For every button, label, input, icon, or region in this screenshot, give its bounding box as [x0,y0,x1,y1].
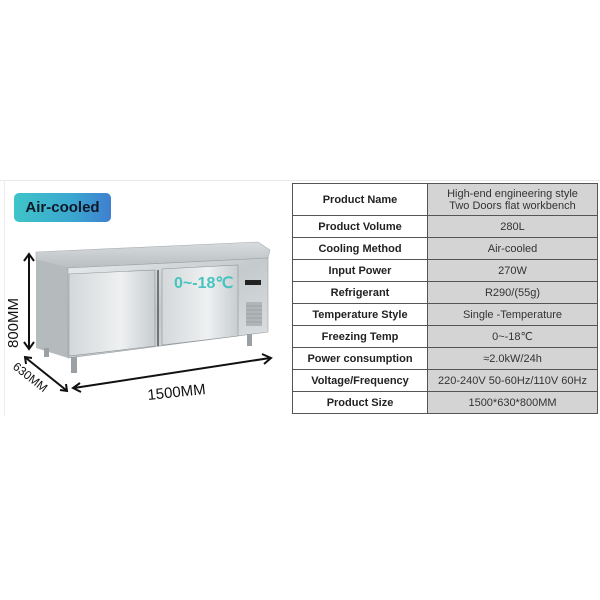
frame-top-divider [0,180,600,181]
spec-table: Product Name High-end engineering style … [292,183,598,414]
spec-key: Refrigerant [292,281,428,304]
width-dimension-label: 1500MM [147,381,207,404]
spec-value: Single -Temperature [427,303,598,326]
table-row: Input Power 270W [292,259,598,282]
frame-left-divider [4,180,5,416]
spec-key: Product Size [292,391,428,414]
spec-key: Product Name [292,183,428,216]
spec-key: Voltage/Frequency [292,369,428,392]
spec-key: Freezing Temp [292,325,428,348]
spec-key: Input Power [292,259,428,282]
air-cooled-badge: Air-cooled [14,193,111,222]
spec-value: High-end engineering style Two Doors fla… [427,183,598,216]
spec-value: ≈2.0kW/24h [427,347,598,370]
depth-dimension-label: 630MM [10,359,50,395]
temperature-range-label: 0~-18℃ [174,275,233,292]
table-row: Voltage/Frequency 220-240V 50-60Hz/110V … [292,369,598,392]
spec-key: Temperature Style [292,303,428,326]
workbench-fridge-illustration: 0~-18℃ 800MM 630MM 1500MM [5,241,273,404]
spec-key: Product Volume [292,215,428,238]
spec-value: R290/(55g) [427,281,598,304]
table-row: Product Size 1500*630*800MM [292,391,598,414]
spec-key: Cooling Method [292,237,428,260]
height-dimension-label: 800MM [5,298,22,348]
table-row: Product Name High-end engineering style … [292,183,598,216]
table-row: Cooling Method Air-cooled [292,237,598,260]
spec-value: Air-cooled [427,237,598,260]
spec-value: 280L [427,215,598,238]
table-row: Product Volume 280L [292,215,598,238]
table-row: Freezing Temp 0~-18℃ [292,325,598,348]
table-row: Power consumption ≈2.0kW/24h [292,347,598,370]
spec-value: 270W [427,259,598,282]
spec-value: 220-240V 50-60Hz/110V 60Hz [427,369,598,392]
table-row: Refrigerant R290/(55g) [292,281,598,304]
spec-value-line1: High-end engineering style [447,187,578,200]
spec-value: 1500*630*800MM [427,391,598,414]
table-row: Temperature Style Single -Temperature [292,303,598,326]
spec-value: 0~-18℃ [427,325,598,348]
spec-value-line2: Two Doors flat workbench [449,199,576,212]
spec-key: Power consumption [292,347,428,370]
